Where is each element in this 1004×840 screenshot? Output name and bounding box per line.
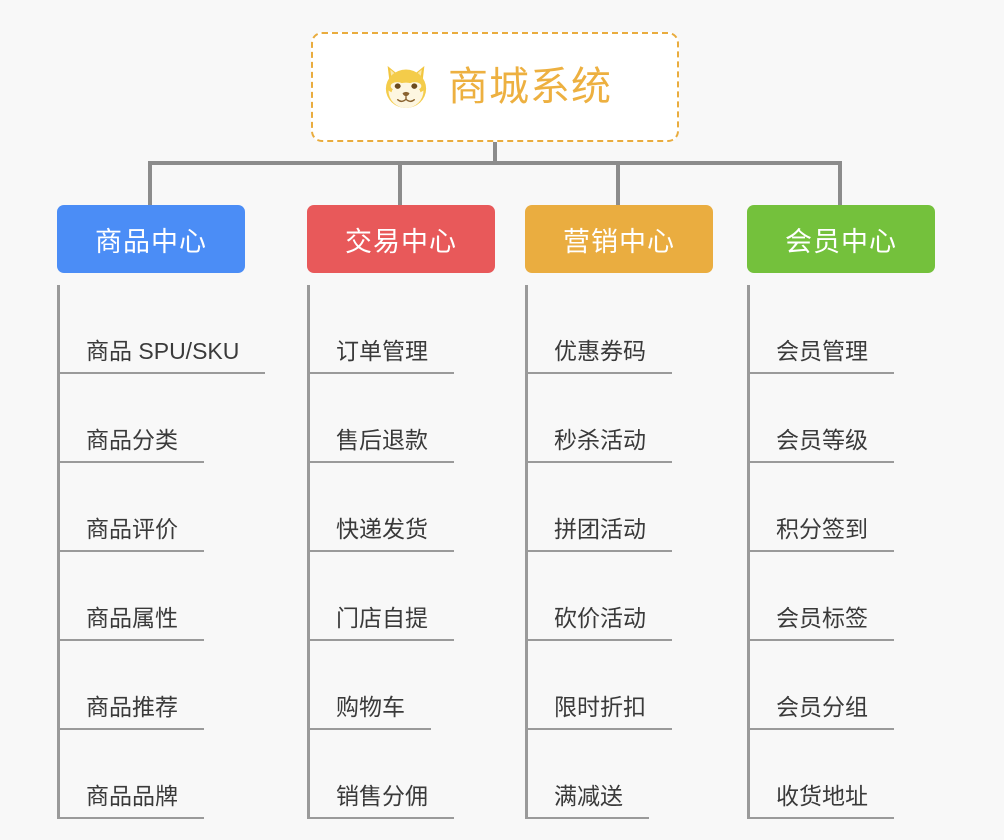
leaf-label: 限时折扣 (528, 693, 672, 730)
list-item[interactable]: 优惠券码 (528, 285, 713, 374)
leaf-label: 秒杀活动 (528, 426, 672, 463)
category-header-trade[interactable]: 交易中心 (307, 205, 495, 273)
connector-horizontal-bus (148, 161, 842, 165)
leaf-label: 快递发货 (310, 515, 454, 552)
leaf-label: 订单管理 (310, 337, 454, 374)
leaf-list-member: 会员管理 会员等级 积分签到 会员标签 会员分组 收货地址 (747, 285, 935, 819)
leaf-label: 会员标签 (750, 604, 894, 641)
connector-drop-2 (398, 161, 402, 206)
list-item[interactable]: 商品分类 (60, 374, 245, 463)
list-item[interactable]: 商品品牌 (60, 730, 245, 819)
list-item[interactable]: 会员管理 (750, 285, 935, 374)
leaf-label: 门店自提 (310, 604, 454, 641)
root-node-shop-system[interactable]: 商城系统 (311, 32, 679, 142)
category-header-product[interactable]: 商品中心 (57, 205, 245, 273)
list-item[interactable]: 售后退款 (310, 374, 495, 463)
category-column-trade: 交易中心 订单管理 售后退款 快递发货 门店自提 购物车 销售分佣 (307, 205, 495, 819)
leaf-label: 售后退款 (310, 426, 454, 463)
leaf-label: 商品 SPU/SKU (60, 337, 266, 374)
list-item[interactable]: 商品推荐 (60, 641, 245, 730)
list-item[interactable]: 商品属性 (60, 552, 245, 641)
list-item[interactable]: 门店自提 (310, 552, 495, 641)
category-column-member: 会员中心 会员管理 会员等级 积分签到 会员标签 会员分组 收货地址 (747, 205, 935, 819)
leaf-label: 积分签到 (750, 515, 894, 552)
category-column-product: 商品中心 商品 SPU/SKU 商品分类 商品评价 商品属性 商品推荐 商品品牌 (57, 205, 266, 819)
list-item[interactable]: 商品 SPU/SKU (60, 285, 266, 374)
leaf-label: 会员等级 (750, 426, 894, 463)
connector-drop-3 (616, 161, 620, 206)
list-item[interactable]: 销售分佣 (310, 730, 495, 819)
list-item[interactable]: 限时折扣 (528, 641, 713, 730)
list-item[interactable]: 满减送 (528, 730, 713, 819)
leaf-label: 商品推荐 (60, 693, 204, 730)
category-header-marketing[interactable]: 营销中心 (525, 205, 713, 273)
leaf-label: 砍价活动 (528, 604, 672, 641)
list-item[interactable]: 会员标签 (750, 552, 935, 641)
list-item[interactable]: 拼团活动 (528, 463, 713, 552)
leaf-label: 拼团活动 (528, 515, 672, 552)
shiba-dog-face-icon (385, 66, 427, 108)
connector-root-stem (493, 142, 497, 164)
list-item[interactable]: 快递发货 (310, 463, 495, 552)
leaf-label: 商品属性 (60, 604, 204, 641)
connector-drop-4 (838, 161, 842, 206)
leaf-label: 商品评价 (60, 515, 204, 552)
list-item[interactable]: 积分签到 (750, 463, 935, 552)
leaf-label: 会员管理 (750, 337, 894, 374)
list-item[interactable]: 购物车 (310, 641, 495, 730)
leaf-list-product: 商品 SPU/SKU 商品分类 商品评价 商品属性 商品推荐 商品品牌 (57, 285, 266, 819)
leaf-label: 销售分佣 (310, 782, 454, 819)
root-title: 商城系统 (448, 65, 612, 109)
leaf-list-marketing: 优惠券码 秒杀活动 拼团活动 砍价活动 限时折扣 满减送 (525, 285, 713, 819)
category-column-marketing: 营销中心 优惠券码 秒杀活动 拼团活动 砍价活动 限时折扣 满减送 (525, 205, 713, 819)
list-item[interactable]: 会员等级 (750, 374, 935, 463)
list-item[interactable]: 会员分组 (750, 641, 935, 730)
category-header-member[interactable]: 会员中心 (747, 205, 935, 273)
leaf-label: 满减送 (528, 782, 649, 819)
connector-drop-1 (148, 161, 152, 206)
leaf-label: 优惠券码 (528, 337, 672, 374)
leaf-label: 收货地址 (750, 782, 894, 819)
list-item[interactable]: 商品评价 (60, 463, 245, 552)
leaf-label: 会员分组 (750, 693, 894, 730)
list-item[interactable]: 收货地址 (750, 730, 935, 819)
leaf-label: 商品分类 (60, 426, 204, 463)
list-item[interactable]: 秒杀活动 (528, 374, 713, 463)
list-item[interactable]: 订单管理 (310, 285, 495, 374)
list-item[interactable]: 砍价活动 (528, 552, 713, 641)
leaf-label: 购物车 (310, 693, 431, 730)
leaf-list-trade: 订单管理 售后退款 快递发货 门店自提 购物车 销售分佣 (307, 285, 495, 819)
leaf-label: 商品品牌 (60, 782, 204, 819)
